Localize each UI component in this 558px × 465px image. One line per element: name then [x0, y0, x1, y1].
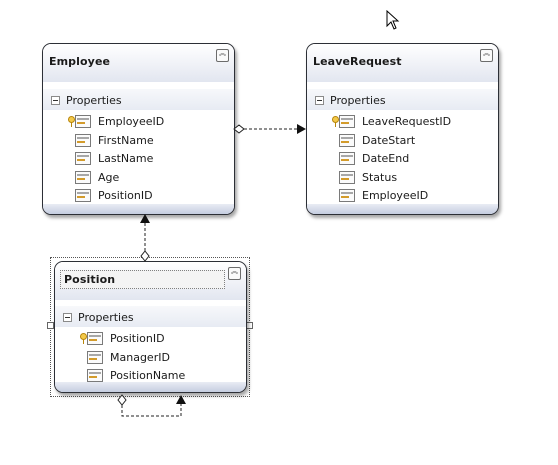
section-label: Properties	[330, 94, 386, 107]
section-properties[interactable]: Properties	[63, 311, 134, 324]
property-icon	[87, 332, 103, 345]
entity-footer	[307, 204, 498, 214]
property-name: EmployeeID	[362, 189, 429, 202]
section-band	[43, 89, 234, 110]
double-chevron-up-icon[interactable]: ︽	[216, 49, 229, 62]
section-label: Properties	[78, 311, 134, 324]
diamond-end-icon	[117, 394, 127, 406]
arrowhead-icon	[176, 395, 186, 404]
property-row[interactable]: EmployeeID	[332, 189, 428, 202]
double-chevron-up-icon[interactable]: ︽	[480, 49, 493, 62]
property-name: Age	[98, 170, 120, 184]
key-icon	[80, 333, 87, 344]
property-icon	[339, 133, 355, 147]
key-icon	[332, 116, 339, 127]
property-row[interactable]: DateStart	[332, 133, 416, 147]
entity-position[interactable]: Position ︽ Properties PositionID ManagerI…	[54, 261, 247, 393]
property-icon	[87, 350, 103, 364]
entity-footer	[55, 382, 246, 392]
section-properties[interactable]: Properties	[315, 94, 386, 107]
section-band	[55, 306, 246, 327]
property-row[interactable]: EmployeeID	[68, 115, 164, 128]
property-row[interactable]: FirstName	[68, 133, 154, 147]
property-icon	[75, 170, 91, 184]
property-icon	[339, 115, 355, 128]
property-name: FirstName	[98, 133, 154, 147]
section-properties[interactable]: Properties	[51, 94, 122, 107]
entity-leave-request[interactable]: LeaveRequest ︽ Properties LeaveRequestID…	[306, 43, 499, 215]
minus-box-icon[interactable]	[51, 96, 60, 105]
diamond-end-icon	[140, 250, 150, 262]
entity-title[interactable]: Position	[60, 270, 225, 289]
section-band	[307, 89, 498, 110]
entity-title: Employee	[49, 55, 111, 68]
property-icon	[75, 133, 91, 147]
arrowhead-icon	[297, 124, 306, 134]
property-row[interactable]: ManagerID	[80, 350, 170, 364]
property-name: Status	[362, 170, 398, 184]
mouse-cursor-icon	[386, 10, 400, 30]
property-icon	[75, 189, 91, 202]
property-name: LeaveRequestID	[362, 115, 452, 128]
property-name: PositionID	[98, 189, 153, 202]
property-name: PositionName	[110, 369, 186, 382]
property-row[interactable]: LastName	[68, 152, 153, 165]
property-icon	[339, 152, 355, 165]
property-icon	[75, 115, 91, 128]
diamond-end-icon	[233, 124, 245, 134]
property-row[interactable]: PositionID	[68, 189, 153, 202]
entity-header	[307, 44, 498, 82]
section-label: Properties	[66, 94, 122, 107]
property-name: PositionID	[110, 332, 165, 345]
entity-title: LeaveRequest	[313, 55, 402, 68]
property-name: ManagerID	[110, 350, 170, 364]
key-icon	[68, 116, 75, 127]
property-row[interactable]: Age	[68, 170, 120, 184]
entity-header	[43, 44, 234, 82]
resize-handle-left[interactable]	[47, 322, 54, 329]
association-employee-leaverequest[interactable]	[233, 124, 306, 134]
property-name: DateEnd	[362, 152, 410, 165]
property-name: LastName	[98, 152, 154, 165]
minus-box-icon[interactable]	[315, 96, 324, 105]
property-row[interactable]: PositionID	[80, 332, 165, 345]
association-position-self[interactable]	[117, 394, 186, 417]
minus-box-icon[interactable]	[63, 313, 72, 322]
property-name: DateStart	[362, 133, 416, 147]
entity-footer	[43, 204, 234, 214]
property-icon	[339, 189, 355, 202]
association-position-employee[interactable]	[140, 214, 150, 262]
double-chevron-up-icon[interactable]: ︽	[228, 267, 241, 280]
property-icon	[75, 152, 91, 165]
property-row[interactable]: LeaveRequestID	[332, 115, 451, 128]
property-name: EmployeeID	[98, 115, 165, 128]
arrowhead-icon	[140, 214, 150, 223]
property-icon	[339, 170, 355, 184]
entity-employee[interactable]: Employee ︽ Properties EmployeeID FirstNam…	[42, 43, 235, 215]
property-icon	[87, 369, 103, 382]
property-row[interactable]: Status	[332, 170, 398, 184]
property-row[interactable]: DateEnd	[332, 152, 409, 165]
property-row[interactable]: PositionName	[80, 369, 185, 382]
